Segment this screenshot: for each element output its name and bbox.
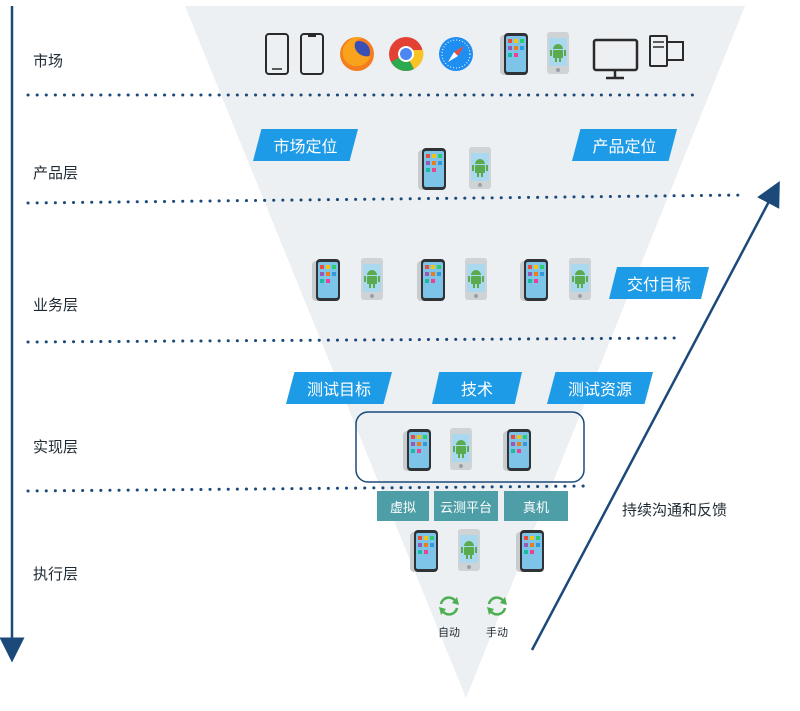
tag-test-resources: 测试资源 bbox=[547, 372, 653, 404]
iphone-icon bbox=[312, 259, 340, 301]
iphone-icon bbox=[417, 259, 445, 301]
iphone-icon bbox=[520, 259, 548, 301]
platform-virtual: 虚拟 bbox=[377, 491, 429, 521]
funnel-shape bbox=[185, 6, 745, 698]
layer-separators bbox=[26, 93, 747, 493]
layer-label-product: 产品层 bbox=[33, 164, 79, 182]
feedback-label: 持续沟通和反馈 bbox=[622, 501, 728, 519]
layer-label-market: 市场 bbox=[33, 52, 64, 70]
layer-label-execution: 执行层 bbox=[33, 565, 79, 583]
iphone-icon bbox=[503, 429, 531, 471]
desktop-computer-icon bbox=[649, 35, 684, 67]
implementation-device-box bbox=[355, 411, 585, 483]
android-phone-icon bbox=[361, 258, 383, 300]
firefox-icon bbox=[340, 37, 374, 71]
mode-auto-label: 自动 bbox=[438, 626, 460, 639]
phone-outline-icon bbox=[265, 33, 289, 75]
iphone-icon bbox=[410, 530, 438, 572]
android-phone-icon bbox=[450, 428, 472, 470]
mode-manual-label: 手动 bbox=[486, 626, 508, 639]
android-phone-icon bbox=[547, 32, 569, 74]
tag-technology: 技术 bbox=[432, 372, 522, 404]
iphone-icon bbox=[403, 429, 431, 471]
android-phone-icon bbox=[469, 147, 491, 189]
layer-label-implementation: 实现层 bbox=[33, 438, 79, 456]
feedback-arrow bbox=[530, 180, 780, 651]
tag-delivery-goal: 交付目标 bbox=[609, 267, 709, 299]
android-phone-icon bbox=[569, 258, 591, 300]
tag-test-goal: 测试目标 bbox=[286, 372, 392, 404]
monitor-icon bbox=[592, 38, 639, 80]
iphone-icon bbox=[516, 530, 544, 572]
android-phone-icon bbox=[465, 258, 487, 300]
phone-notch-outline-icon bbox=[300, 33, 324, 75]
layer-label-business: 业务层 bbox=[33, 296, 79, 314]
android-phone-icon bbox=[458, 529, 480, 571]
platform-real-device: 真机 bbox=[504, 491, 568, 521]
platform-cloud-testing: 云测平台 bbox=[434, 491, 498, 521]
iphone-icon bbox=[418, 148, 446, 190]
safari-icon bbox=[439, 37, 473, 71]
iphone-icon bbox=[500, 33, 528, 75]
chrome-icon bbox=[389, 37, 424, 71]
refresh-icon bbox=[487, 596, 507, 616]
tag-product-positioning: 产品定位 bbox=[572, 129, 677, 161]
refresh-icon bbox=[439, 596, 459, 616]
tag-market-positioning: 市场定位 bbox=[253, 129, 358, 161]
